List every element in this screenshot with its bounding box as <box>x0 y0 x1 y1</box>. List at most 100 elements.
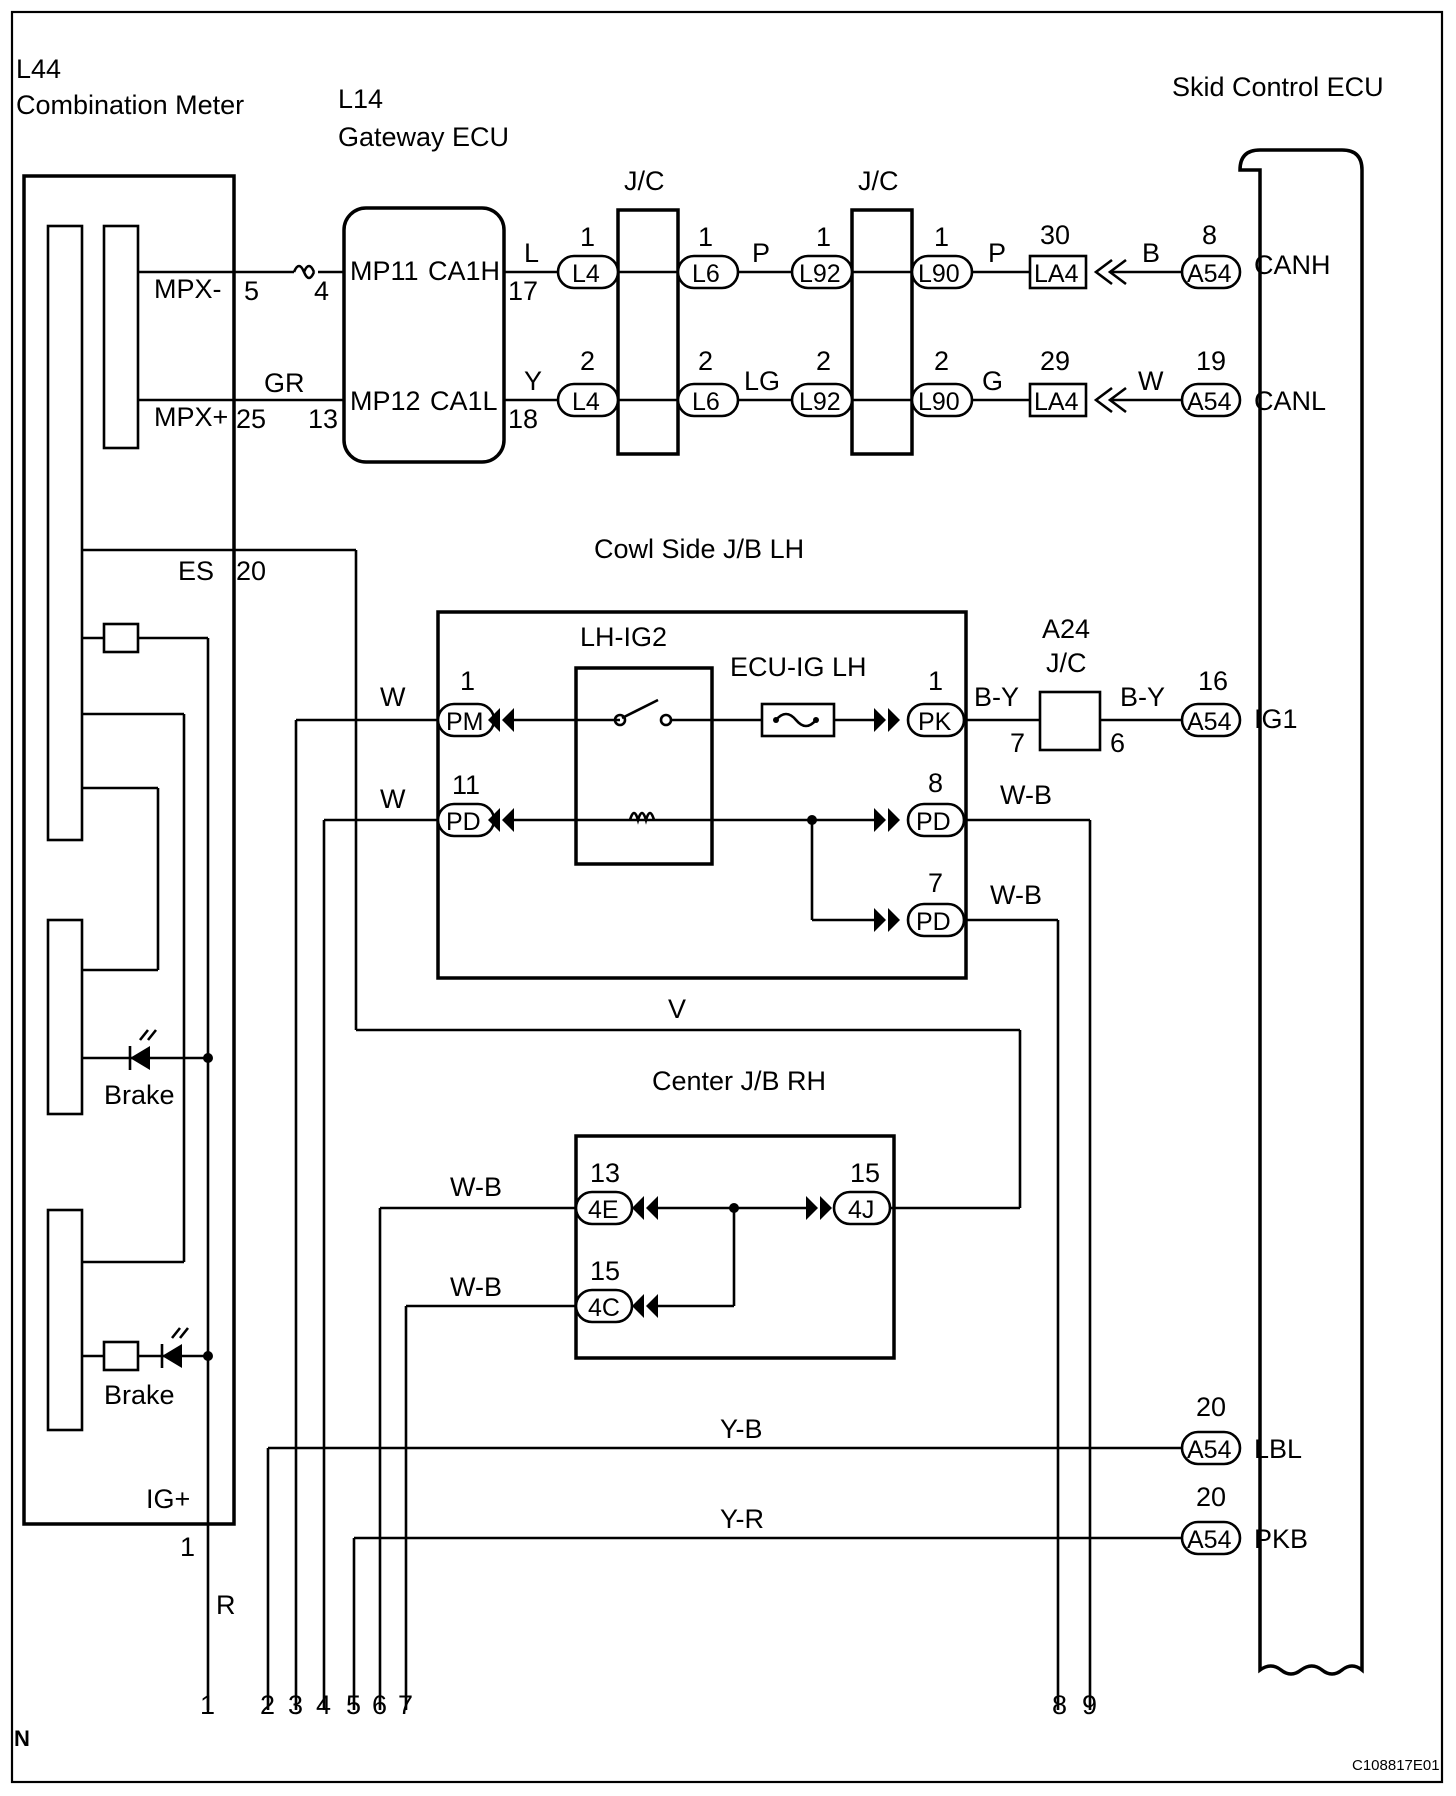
conn-l4-h: L4 <box>572 260 600 288</box>
combination-meter-code: L44 <box>16 54 61 84</box>
pin-5: 5 <box>244 276 259 306</box>
wire-b: B <box>1142 238 1160 268</box>
conn-4j: 4J <box>848 1196 874 1224</box>
connector-arrow-icon <box>806 1196 832 1220</box>
pin-pm-1: 1 <box>460 666 475 696</box>
conn-l6-h: L6 <box>692 260 720 288</box>
wire-w-pd: W <box>380 784 406 814</box>
wire-wb-4c: W-B <box>450 1272 502 1302</box>
pin-a54-20-pkb: 20 <box>1196 1482 1226 1512</box>
bottom-number-4: 4 <box>316 1690 331 1720</box>
bottom-number-8: 8 <box>1052 1690 1067 1720</box>
conn-l4-l: L4 <box>572 388 600 416</box>
combination-meter-name: Combination Meter <box>16 90 244 120</box>
jc-label-2: J/C <box>858 166 899 196</box>
pin-4c-15: 15 <box>590 1256 620 1286</box>
wire-r: R <box>216 1590 236 1620</box>
brake-led-icon <box>160 1327 190 1368</box>
term-lbl: LBL <box>1254 1434 1302 1464</box>
term-canl: CANL <box>1254 386 1326 416</box>
ig-plus-label: IG+ <box>146 1484 190 1514</box>
pin-17: 17 <box>508 276 538 306</box>
wire-p: P <box>752 238 770 268</box>
conn-a54-canl: A54 <box>1187 388 1232 416</box>
connector-arrow-icon <box>874 908 900 932</box>
conn-a54-pkb: A54 <box>1187 1526 1232 1554</box>
gateway-name: Gateway ECU <box>338 122 509 152</box>
connector-arrow-icon <box>1093 258 1127 286</box>
bottom-number-9: 9 <box>1082 1690 1097 1720</box>
pin-a54-16: 16 <box>1198 666 1228 696</box>
bottom-number-5: 5 <box>346 1690 361 1720</box>
pin-l90-2: 2 <box>934 346 949 376</box>
relay-lh-ig2 <box>574 666 714 866</box>
fuse-label: ECU-IG LH <box>730 652 867 682</box>
conn-a54-lbl: A54 <box>1187 1436 1232 1464</box>
pin-la4-29: 29 <box>1040 346 1070 376</box>
wire-lg: LG <box>744 366 780 396</box>
term-canh: CANH <box>1254 250 1331 280</box>
connector-arrow-icon <box>874 708 900 732</box>
conn-la4-l: LA4 <box>1034 388 1079 416</box>
conn-a54-canh: A54 <box>1187 260 1232 288</box>
conn-pd-7: PD <box>916 908 951 936</box>
conn-l90-h: L90 <box>918 260 960 288</box>
bottom-number-7: 7 <box>398 1690 413 1720</box>
relay-coil-icon <box>628 811 656 825</box>
meter-internal-wiring <box>82 622 213 1710</box>
pin-pd-8: 8 <box>928 768 943 798</box>
conn-l92-h: L92 <box>799 260 841 288</box>
connector-arrow-icon <box>874 808 900 832</box>
pin-a24-6: 6 <box>1110 728 1125 758</box>
wire-yb: Y-B <box>720 1414 763 1444</box>
conn-pm: PM <box>446 708 484 736</box>
relay-label: LH-IG2 <box>580 622 667 652</box>
pin-pd-11: 11 <box>452 770 480 800</box>
connector-arrow-icon <box>632 1294 658 1318</box>
bottom-number-2: 2 <box>260 1690 275 1720</box>
connector-arrow-icon <box>488 808 514 832</box>
es-label: ES <box>178 556 214 586</box>
junction-connector-2 <box>850 208 914 456</box>
conn-a54-ig1: A54 <box>1187 708 1232 736</box>
conn-4c: 4C <box>588 1294 620 1322</box>
skid-control-ecu <box>1238 148 1364 1676</box>
cowl-side-jb <box>436 610 968 980</box>
conn-pd-8: PD <box>916 808 951 836</box>
conn-pk: PK <box>918 708 952 736</box>
pin-a54-19: 19 <box>1196 346 1226 376</box>
term-mp11: MP11 <box>350 256 419 286</box>
term-ca1h: CA1H <box>428 256 500 286</box>
pin-18: 18 <box>508 404 538 434</box>
pin-l4-1: 1 <box>580 222 595 252</box>
mpx-plus-label: MPX+ <box>154 402 228 432</box>
mpx-wires <box>138 264 344 402</box>
conn-la4-h: LA4 <box>1034 260 1079 288</box>
pin-a54-8: 8 <box>1202 220 1217 250</box>
junction-connector-1 <box>616 208 680 456</box>
image-id: C108817E01 <box>1352 1757 1440 1774</box>
pin-13: 13 <box>308 404 338 434</box>
cowl-jb-label: Cowl Side J/B LH <box>594 534 804 564</box>
wire-wb-7: W-B <box>990 880 1042 910</box>
brake-label-1: Brake <box>104 1080 175 1110</box>
pin-l90-1: 1 <box>934 222 949 252</box>
mpx-minus-label: MPX- <box>154 274 222 304</box>
combination-meter <box>22 174 236 1526</box>
brake-label-2: Brake <box>104 1380 175 1410</box>
connector-arrow-icon <box>1093 386 1127 414</box>
pin-20: 20 <box>236 556 266 586</box>
pin-pd-7: 7 <box>928 868 943 898</box>
pin-l6-2: 2 <box>698 346 713 376</box>
connector-arrow-icon <box>632 1196 658 1220</box>
wire-by-1: B-Y <box>974 682 1019 712</box>
fuse-icon <box>760 702 836 738</box>
wire-w-pm: W <box>380 682 406 712</box>
wire-y: Y <box>524 366 542 396</box>
relay-switch-icon <box>621 698 659 720</box>
pin-25: 25 <box>236 404 266 434</box>
outer-frame <box>10 10 1444 1784</box>
bottom-number-6: 6 <box>372 1690 387 1720</box>
conn-l6-l: L6 <box>692 388 720 416</box>
wire-by-2: B-Y <box>1120 682 1165 712</box>
